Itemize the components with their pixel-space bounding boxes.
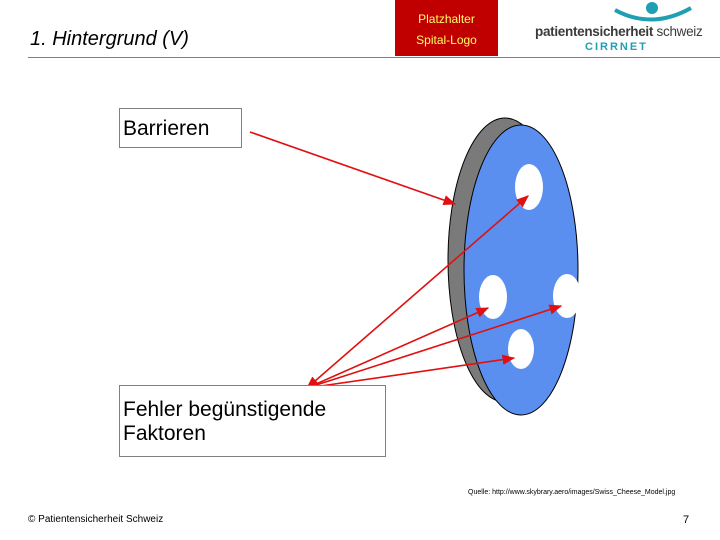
slide-title: 1. Hintergrund (V) xyxy=(30,28,189,50)
hole-bottom xyxy=(508,329,534,369)
brand-name-light: schweiz xyxy=(653,24,703,39)
arrow-to-hole-top xyxy=(306,195,529,389)
arrow-to-hole-bottom xyxy=(306,354,516,389)
placeholder-line1: Platzhalter xyxy=(418,12,475,26)
placeholder-line2: Spital-Logo xyxy=(416,33,477,47)
hole-right xyxy=(553,274,581,318)
hole-left xyxy=(479,275,507,319)
arrow-to-hole-right xyxy=(306,304,563,389)
arrow-barrier-to-slice xyxy=(249,131,457,206)
factors-label: Fehler begünstigende Faktoren xyxy=(123,398,327,446)
brand-name-bold: patientensicherheit xyxy=(535,24,654,39)
brand-logo: patientensicherheit schweiz CIRRNET xyxy=(535,0,715,56)
source-caption: Quelle: http://www.skybrary.aero/images/… xyxy=(468,489,676,496)
footer-copyright: © Patientensicherheit Schweiz xyxy=(28,514,164,525)
factors-label-box: Fehler begünstigende Faktoren xyxy=(119,385,386,457)
arrow-to-hole-left xyxy=(306,307,490,389)
brand-name: patientensicherheit schweiz xyxy=(535,24,703,39)
hospital-logo-placeholder: Platzhalter Spital-Logo xyxy=(395,0,498,56)
header-divider xyxy=(28,57,720,58)
brand-swoosh-icon xyxy=(614,2,692,22)
brand-subtitle: CIRRNET xyxy=(585,41,648,53)
barriers-label: Barrieren xyxy=(123,117,210,140)
barriers-label-box: Barrieren xyxy=(119,108,242,148)
page-number: 7 xyxy=(683,514,690,526)
